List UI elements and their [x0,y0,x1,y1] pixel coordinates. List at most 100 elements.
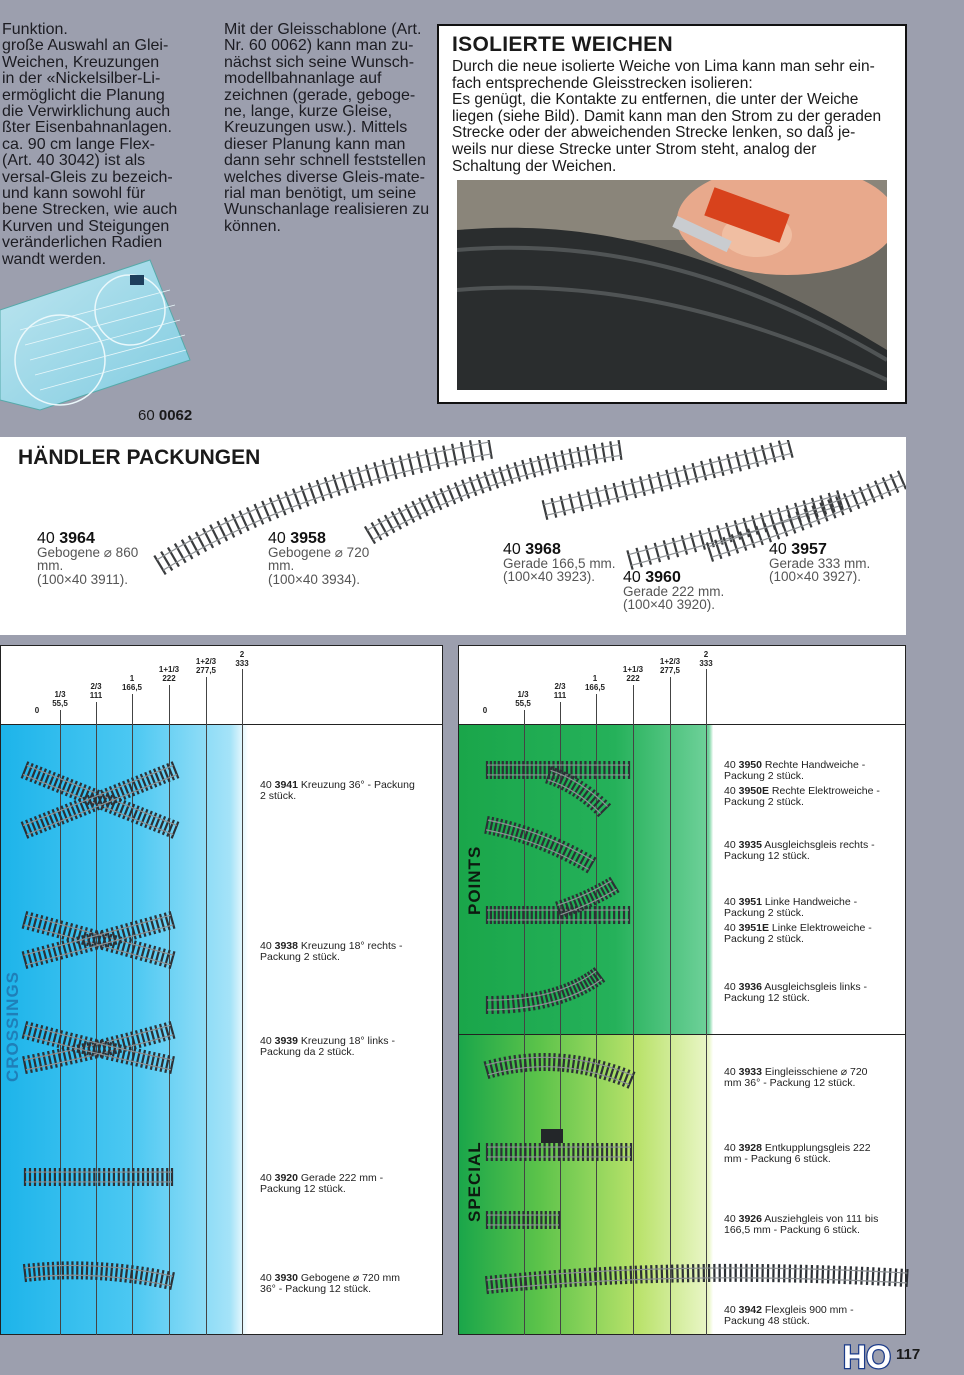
pack-track-3968 [541,440,794,520]
iso-line: fach entsprechende Gleisstrecken isolier… [452,74,753,92]
pack-code-prefix: 40 [769,541,792,558]
pack-track-3958 [363,440,623,545]
crossing-item-3920: 40 3920 Gerade 222 mm - Packung 12 stück… [260,1172,384,1195]
dealer-packs-band [0,437,906,635]
iso-line: Durch die neue isolierte Weiche von Lima… [452,58,875,75]
pack-track-3957 [705,470,906,562]
crossing-18l-track-b [21,1021,175,1075]
crossing-36-track-b [20,761,180,839]
scale-line [560,702,561,1335]
pack-3957: 40 3957 Gerade 333 mm. (100×40 3927). [769,541,899,584]
uncoupler-box [541,1129,563,1143]
right-compensation-track [484,815,597,874]
intro-line: Mit der Gleisschablone (Art. [224,21,422,38]
intro-line: Weichen, Kreuzungen [2,53,160,71]
pack-desc: (100×40 3911). [37,571,128,587]
intro-line: ßter Eisenbahnanlagen. [2,119,172,137]
extension-track [485,1211,561,1229]
point-item-3950E: 40 3950E Rechte Elektroweiche - Packung … [724,785,880,808]
intro-line: in der «Nickelsilber-Li- [2,70,161,88]
point-item-3936: 40 3936 Ausgleichsgleis links - Packung … [724,981,868,1004]
pack-code-prefix: 40 [623,569,646,586]
scale-line [706,669,707,1335]
template-article-number: 60 0062 [138,407,193,424]
dealer-packs-illustration [153,440,906,575]
pack-track-3964 [153,440,493,575]
intro-line: dieser Planung kann man [224,135,406,153]
intro-line: und kann sowohl für [2,185,146,203]
intro-line: zeichnen (gerade, geboge- [224,86,416,104]
crossing-item-3939: 40 3939 Kreuzung 18° links - Packung da … [260,1035,395,1058]
intro-line: ermöglicht die Planung [2,86,165,104]
special-item-3926: 40 3926 Ausziehgleis von 111 bis 166,5 m… [724,1213,879,1236]
points-gradient [459,725,905,1035]
intro-line: nächst sich seine Wunsch- [224,53,415,71]
crossing-18r-track-b [21,911,176,969]
pack-code-prefix: 40 [37,530,60,547]
scale-label: 0 [34,706,40,715]
intro-line: Funktion. [2,21,68,38]
intro-line: Kreuzungen usw.). Mittels [224,119,408,137]
crossings-header-rule [0,724,443,725]
scale-label: 0 [482,706,488,715]
points-special-divider [458,1034,906,1035]
scale-line [132,694,133,1335]
isolated-points-title: ISOLIERTE WEICHEN [452,33,673,56]
pack-code: 3964 [59,530,95,547]
pack-code: 3968 [525,541,561,558]
crossings-track-illustrations [20,761,180,1291]
scale-line [206,677,207,1335]
scale-line [524,710,525,1335]
pack-desc: Gebogene ⌀ 860 [37,544,139,560]
intro-line: veränderlichen Radien [2,234,163,252]
intro-line: wandt werden. [2,250,107,268]
right-point-branch [545,766,612,818]
intro-line: modellbahnanlage auf [224,70,382,88]
scale-line [596,694,597,1335]
dealer-packs-title: HÄNDLER PACKUNGEN [18,446,261,469]
crossing-item-3930: 40 3930 Gebogene ⌀ 720 mm 36° - Packung … [260,1272,401,1295]
left-point-branch [555,876,620,919]
pack-desc: (100×40 3923). [503,569,595,584]
flex-track-900 [484,1263,909,1295]
intro-line: bene Strecken, wie auch [2,201,178,219]
special-side-label: SPECIAL [465,1141,484,1222]
pack-3964: 40 3964 Gebogene ⌀ 860 mm. (100×40 3911)… [37,530,177,587]
intro-line: Wunschanlage realisieren zu [224,201,430,219]
pack-code: 3957 [791,541,827,558]
intro-line: ca. 90 cm lange Flex- [2,135,155,153]
intro-column-2: Mit der Gleisschablone (Art. Nr. 60 0062… [224,21,436,235]
scale-line [242,669,243,1335]
points-side-label: POINTS [465,845,484,915]
intro-column-1: Funktion. große Auswahl an Glei- Weichen… [2,21,202,268]
single-curve-track [483,1053,636,1089]
scale-line [60,710,61,1335]
pack-3958: 40 3958 Gebogene ⌀ 720 mm. (100×40 3934)… [268,530,408,586]
scale-line [633,685,634,1335]
special-item-3928: 40 3928 Entkupplungsgleis 222 mm - Packu… [724,1142,871,1165]
iso-line: weils nur diese Strecke unter Strom steh… [452,140,817,158]
intro-line: (Art. 40 3042) ist als [2,152,146,170]
iso-line: Strecke oder der abweichenden Strecke le… [452,124,856,142]
intro-line: Nr. 60 0062) kann man zu- [224,37,414,55]
scale-line [169,685,170,1335]
pack-desc: mm. [268,558,295,573]
pack-3960: 40 3960 Gerade 222 mm. (100×40 3920). [623,569,753,612]
pack-code: 3960 [645,569,681,586]
points-track-illustrations [483,761,909,1295]
svg-text:HO: HO [843,1340,891,1372]
pack-desc: Gebogene ⌀ 720 [268,544,370,560]
special-item-3942: 40 3942 Flexgleis 900 mm - Packung 48 st… [724,1304,854,1327]
intro-line: welches diverse Gleis-mate- [224,168,425,186]
straight-222-track [23,1168,174,1186]
pack-code: 3958 [290,530,326,547]
iso-line: Schaltung der Weichen. [452,157,617,175]
ho-scale-badge: HO [842,1340,892,1372]
